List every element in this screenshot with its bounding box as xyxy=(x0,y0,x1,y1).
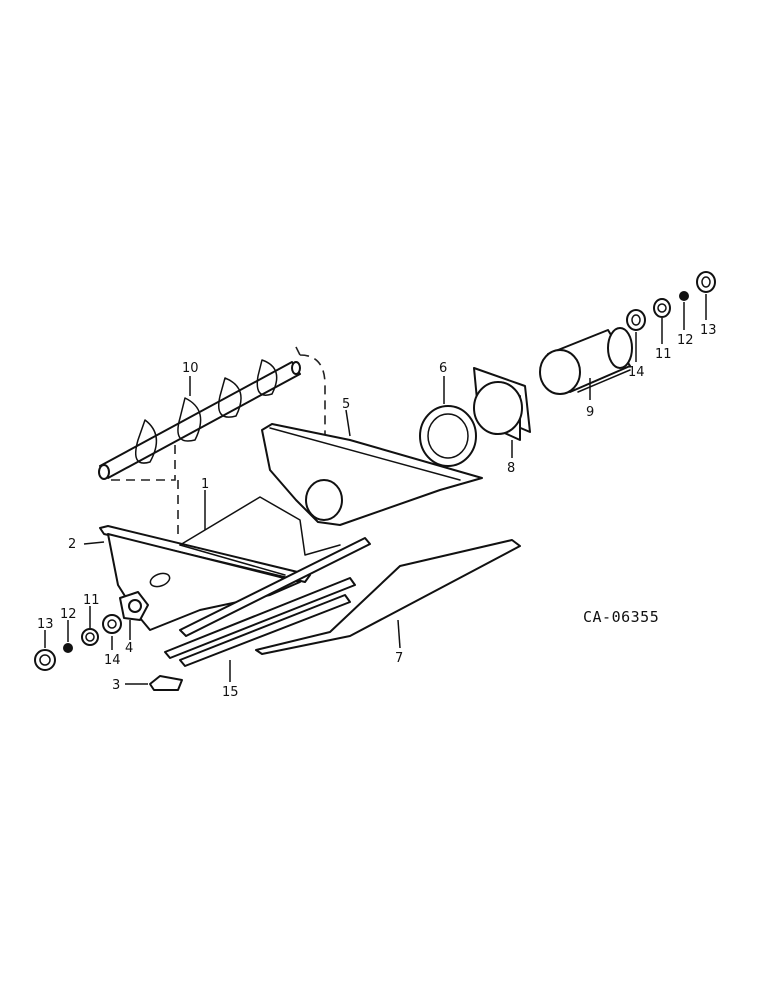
rear-housing-panel xyxy=(261,423,483,526)
callout-14-left: 14 xyxy=(104,653,121,668)
callout-6: 6 xyxy=(439,361,447,376)
hardware-right xyxy=(626,271,716,331)
drawing-code: CA-06355 xyxy=(583,608,659,626)
callout-13-left: 13 xyxy=(37,617,54,632)
hardware-left xyxy=(34,614,122,671)
callout-1: 1 xyxy=(201,477,209,492)
phantom-outline xyxy=(105,344,326,540)
callout-2: 2 xyxy=(68,537,76,552)
auger xyxy=(98,359,301,480)
lower-support-bars xyxy=(164,537,371,667)
floor-pan xyxy=(255,539,521,655)
callout-12-left: 12 xyxy=(60,607,77,622)
callout-11-right: 11 xyxy=(655,347,672,362)
flanged-spout xyxy=(473,367,531,441)
callout-3: 3 xyxy=(112,678,120,693)
mounting-bracket xyxy=(149,675,183,691)
callout-11-left: 11 xyxy=(83,593,100,608)
callouts: 10 5 6 8 9 1 2 3 4 7 15 14 11 12 13 13 1… xyxy=(37,323,717,700)
callout-8: 8 xyxy=(507,461,515,476)
callout-10: 10 xyxy=(182,361,199,376)
leader-lines xyxy=(44,294,707,685)
trough-housing xyxy=(99,496,341,631)
callout-13-right: 13 xyxy=(700,323,717,338)
callout-7: 7 xyxy=(395,651,403,666)
callout-12-right: 12 xyxy=(677,333,694,348)
ring-gasket xyxy=(419,405,477,467)
callout-9: 9 xyxy=(586,405,594,420)
callout-5: 5 xyxy=(342,397,350,412)
callout-4: 4 xyxy=(125,641,133,656)
bearing-housing-left xyxy=(119,591,149,621)
callout-15: 15 xyxy=(222,685,239,700)
cylinder xyxy=(539,327,633,395)
callout-14-right: 14 xyxy=(628,365,645,380)
